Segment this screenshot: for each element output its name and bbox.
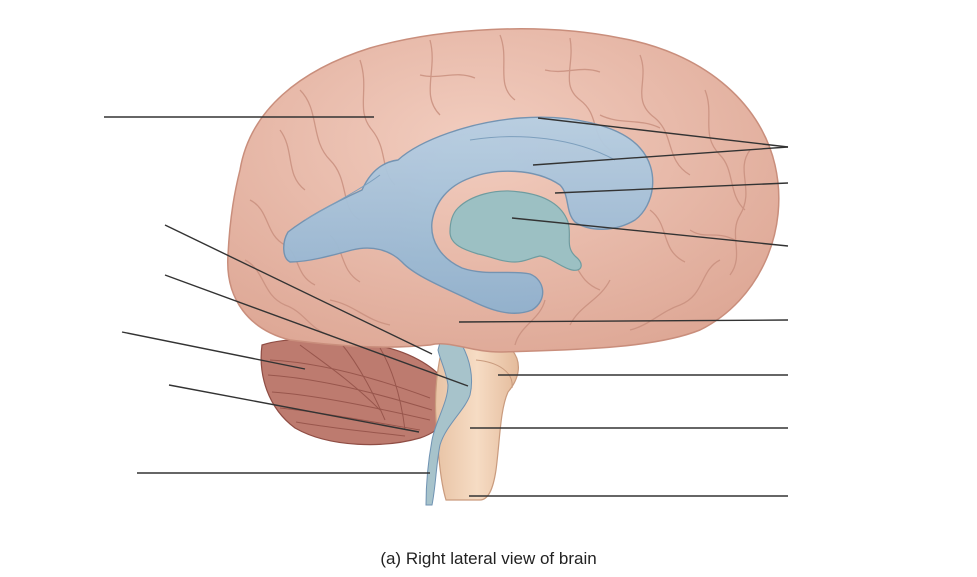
- leader-line: [532, 146, 789, 166]
- leader-lines-left: [104, 116, 469, 474]
- leader-line: [554, 182, 789, 194]
- leader-line: [164, 274, 469, 387]
- cerebellum: [260, 338, 452, 446]
- leader-line: [458, 319, 789, 323]
- figure-caption: (a) Right lateral view of brain: [380, 549, 597, 568]
- lateral-ventricle: [283, 116, 654, 314]
- leader-line: [537, 117, 789, 148]
- leader-line: [121, 331, 306, 370]
- leader-line: [511, 217, 789, 247]
- leader-lines-right: [458, 117, 789, 497]
- third-ventricle: [449, 190, 582, 271]
- fourth-ventricle-and-central-canal: [425, 297, 473, 506]
- leader-line: [164, 224, 433, 355]
- leader-line: [168, 384, 420, 433]
